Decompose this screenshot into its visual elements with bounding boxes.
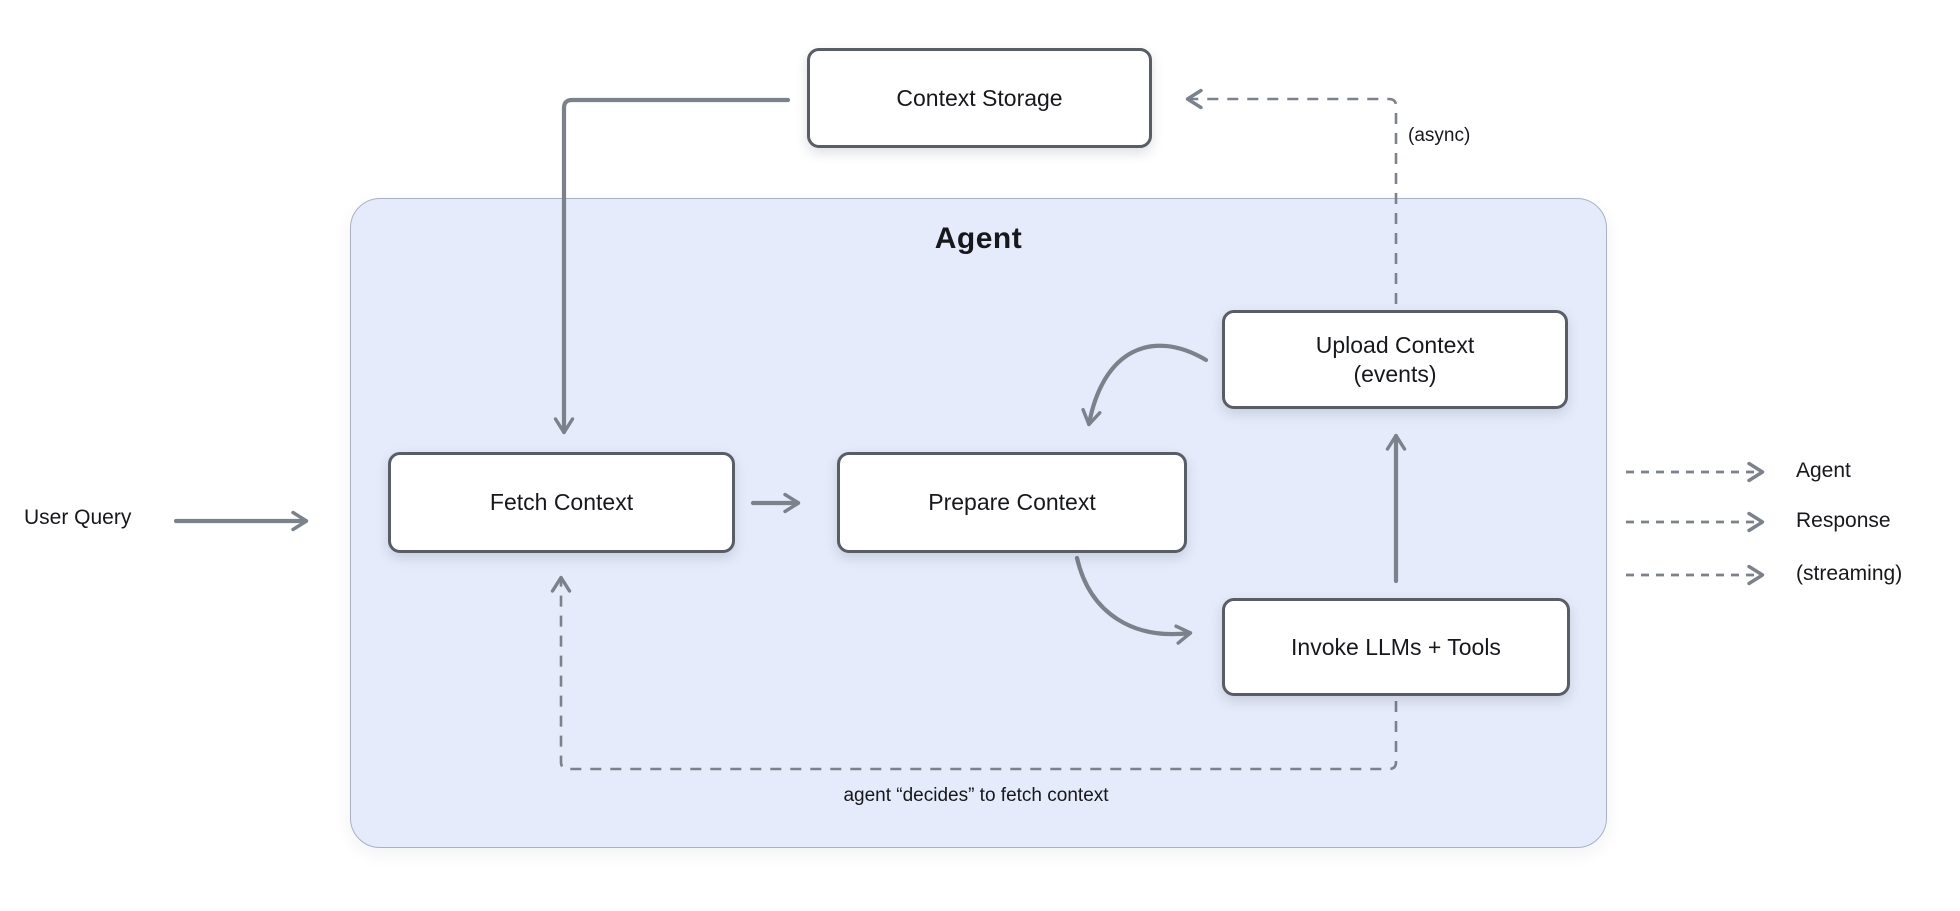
node-prepare-context: Prepare Context bbox=[837, 452, 1187, 553]
upload-to-storage-dashed-arrow bbox=[1185, 88, 1398, 304]
node-invoke-llms-tools: Invoke LLMs + Tools bbox=[1222, 598, 1570, 696]
node-prepare-context-label: Prepare Context bbox=[928, 489, 1096, 516]
storage-to-fetch-arrow bbox=[553, 97, 791, 435]
user-query-label: User Query bbox=[24, 506, 132, 529]
async-note-label: (async) bbox=[1408, 125, 1471, 146]
decides-note-label: agent “decides” to fetch context bbox=[843, 785, 1109, 806]
output-label-streaming: (streaming) bbox=[1796, 562, 1903, 585]
upload-to-prepare-arrow bbox=[1081, 343, 1209, 427]
decides-dashed-arrow bbox=[550, 575, 1398, 771]
prepare-to-invoke-arrow bbox=[1074, 555, 1193, 645]
output-label-response: Response bbox=[1796, 509, 1891, 532]
node-context-storage: Context Storage bbox=[807, 48, 1152, 148]
node-context-storage-label: Context Storage bbox=[896, 84, 1063, 111]
node-fetch-context: Fetch Context bbox=[388, 452, 735, 553]
output-label-agent: Agent bbox=[1796, 459, 1851, 482]
node-upload-context-label: Upload Context (events) bbox=[1315, 331, 1475, 387]
node-fetch-context-label: Fetch Context bbox=[489, 489, 634, 516]
node-upload-context: Upload Context (events) bbox=[1222, 310, 1568, 409]
node-invoke-llms-tools-label: Invoke LLMs + Tools bbox=[1291, 633, 1501, 660]
agent-container-title: Agent bbox=[934, 222, 1023, 255]
